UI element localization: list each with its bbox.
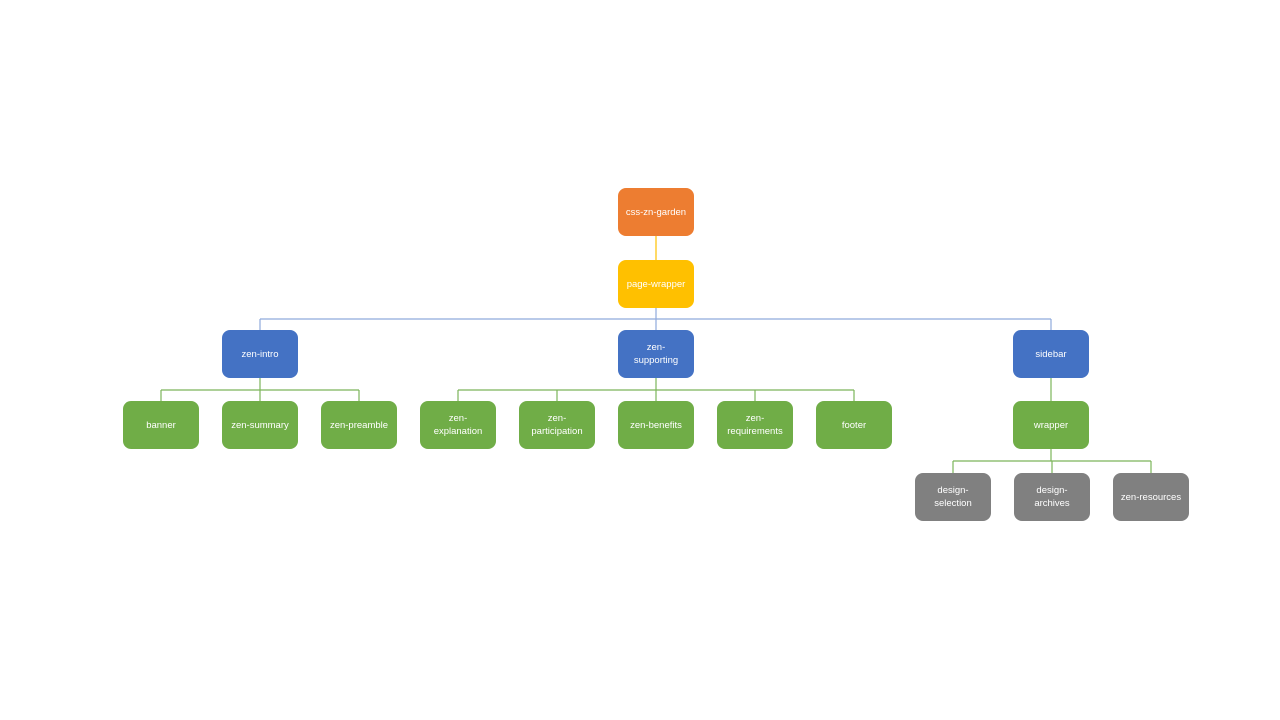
node-label: banner [146,419,176,431]
node-sidebar[interactable]: sidebar [1013,330,1089,378]
node-zen-requirements[interactable]: zen- requirements [717,401,793,449]
node-zen-resources[interactable]: zen-resources [1113,473,1189,521]
node-label: design- archives [1034,485,1070,509]
node-footer[interactable]: footer [816,401,892,449]
node-label: zen- requirements [727,413,783,437]
node-label: sidebar [1035,348,1067,360]
node-banner[interactable]: banner [123,401,199,449]
node-design-selection[interactable]: design- selection [915,473,991,521]
node-zen-explanation[interactable]: zen- explanation [420,401,496,449]
node-label: css-zn-garden [625,206,687,218]
node-css-zn-garden[interactable]: css-zn-garden [618,188,694,236]
node-zen-supporting[interactable]: zen- supporting [618,330,694,378]
node-label: wrapper [1033,419,1069,431]
node-label: zen-preamble [329,419,389,431]
node-zen-intro[interactable]: zen-intro [222,330,298,378]
node-label: zen-intro [241,348,279,360]
node-label: zen- supporting [633,342,679,366]
node-label: design- selection [934,485,972,509]
node-zen-benefits[interactable]: zen-benefits [618,401,694,449]
node-design-archives[interactable]: design- archives [1014,473,1090,521]
node-wrapper[interactable]: wrapper [1013,401,1089,449]
node-label: zen-summary [231,419,289,431]
node-label: footer [841,419,867,431]
node-label: zen- explanation [433,413,483,437]
node-zen-preamble[interactable]: zen-preamble [321,401,397,449]
node-zen-summary[interactable]: zen-summary [222,401,298,449]
node-label: page-wrapper [626,278,686,290]
node-label: zen- participation [531,413,583,437]
node-label: zen-resources [1120,491,1182,503]
node-label: zen-benefits [630,419,682,431]
node-page-wrapper[interactable]: page-wrapper [618,260,694,308]
node-zen-participation[interactable]: zen- participation [519,401,595,449]
